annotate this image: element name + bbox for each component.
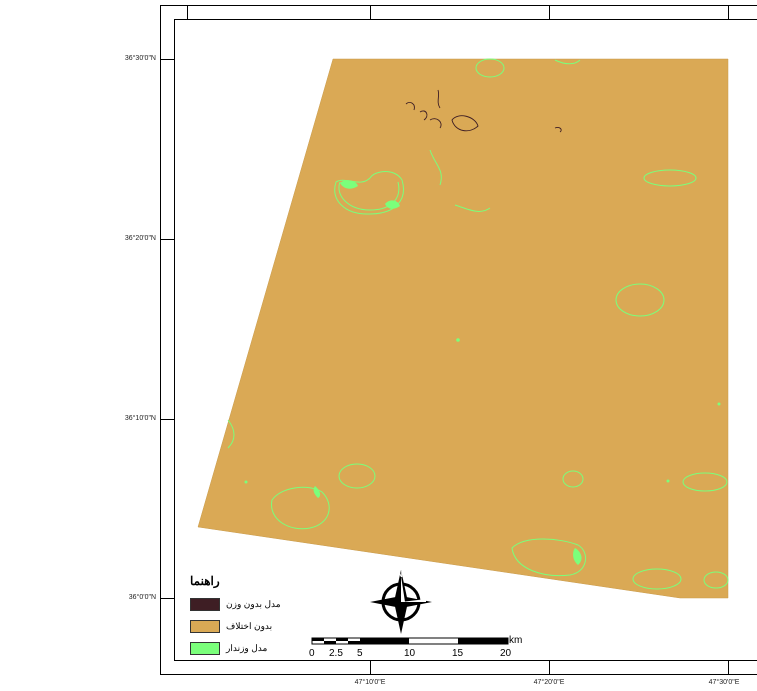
scale-tick-label: 15 bbox=[452, 648, 464, 659]
latitude-label: 36°10'0"N bbox=[124, 415, 156, 422]
frame-tick bbox=[160, 59, 174, 60]
scale-tick-label: 0 bbox=[309, 648, 315, 659]
study-area-polygon bbox=[197, 58, 729, 599]
latitude-label: 36°30'0"N bbox=[124, 55, 156, 62]
weighted-model-features bbox=[227, 58, 729, 590]
latitude-label: 36°0'0"N bbox=[128, 594, 156, 601]
scale-tick-label: 10 bbox=[404, 648, 416, 659]
longitude-label: 47°10'0"E bbox=[354, 679, 386, 686]
legend-swatch bbox=[190, 620, 220, 633]
map-frame-outer bbox=[160, 5, 757, 675]
longitude-label: 47°30'0"E bbox=[708, 679, 740, 686]
frame-tick bbox=[160, 419, 174, 420]
legend-label: بدون اختلاف bbox=[226, 621, 273, 631]
no-weight-model-features bbox=[405, 89, 562, 133]
frame-tick bbox=[549, 661, 550, 675]
legend-swatch bbox=[190, 598, 220, 611]
longitude-label: 47°20'0"E bbox=[533, 679, 565, 686]
legend-label: مدل بدون وزن bbox=[226, 599, 281, 609]
legend-swatch bbox=[190, 642, 220, 655]
scale-tick-label: 2.5 bbox=[329, 648, 343, 659]
north-arrow-icon: N bbox=[370, 570, 432, 634]
scale-bar bbox=[311, 637, 509, 645]
frame-tick bbox=[728, 5, 729, 19]
frame-tick bbox=[160, 598, 174, 599]
frame-tick bbox=[187, 5, 188, 19]
legend-item: مدل بدون وزن bbox=[190, 598, 310, 612]
legend-title: راهنما bbox=[190, 574, 220, 588]
legend-label: مدل وزندار bbox=[226, 643, 268, 653]
scale-tick-label: 5 bbox=[357, 648, 363, 659]
frame-tick bbox=[370, 5, 371, 19]
frame-tick bbox=[370, 661, 371, 675]
legend-item: بدون اختلاف bbox=[190, 620, 310, 634]
scale-tick-label: 20 bbox=[500, 648, 512, 659]
map-frame-inner bbox=[174, 19, 757, 661]
north-letter: N bbox=[397, 570, 403, 579]
frame-tick bbox=[728, 661, 729, 675]
scale-unit: km bbox=[509, 635, 523, 646]
weighted-model-patches bbox=[244, 180, 721, 565]
frame-tick bbox=[160, 239, 174, 240]
legend-item: مدل وزندار bbox=[190, 642, 310, 656]
latitude-label: 36°20'0"N bbox=[124, 235, 156, 242]
frame-tick bbox=[549, 5, 550, 19]
